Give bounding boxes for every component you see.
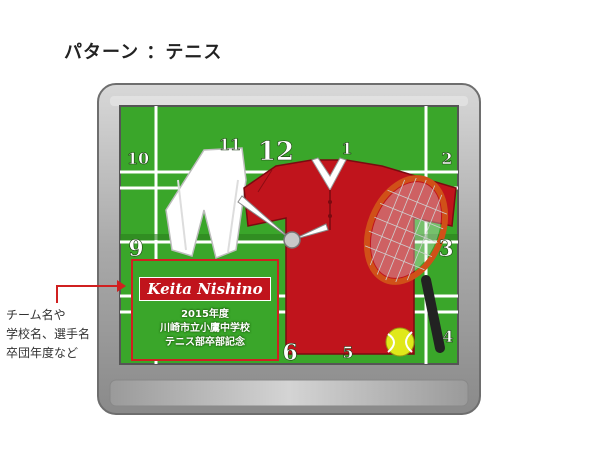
minute-hand xyxy=(291,223,329,241)
numeral-9: 9 xyxy=(128,236,143,262)
hour-hand xyxy=(237,195,293,241)
player-name: Keita Nishino xyxy=(139,277,271,301)
clock-base xyxy=(109,379,469,407)
tennis-shorts-icon xyxy=(165,147,247,260)
annotation-text: チーム名や 学校名、選手名 卒団年度など xyxy=(6,306,116,363)
tennis-shirt-icon xyxy=(243,157,457,355)
numeral-5: 5 xyxy=(342,343,353,362)
tennis-ball-icon xyxy=(385,327,415,357)
callout-arrow-icon xyxy=(117,280,126,292)
tennis-racket-icon xyxy=(363,175,449,353)
annotation-line-2: 学校名、選手名 xyxy=(6,327,91,341)
callout-line-horizontal xyxy=(56,285,120,287)
numeral-1: 1 xyxy=(341,139,352,158)
callout-line-vertical xyxy=(56,285,58,303)
numeral-11: 11 xyxy=(219,135,241,154)
annotation-line-3: 卒団年度など xyxy=(6,346,79,360)
numeral-6: 6 xyxy=(282,340,297,366)
annotation-line-1: チーム名や xyxy=(6,308,66,322)
page-title: パターン ：テニス xyxy=(64,42,223,63)
numeral-3: 3 xyxy=(438,236,453,262)
hand-pivot xyxy=(283,231,301,249)
numeral-4: 4 xyxy=(442,327,453,346)
numeral-2: 2 xyxy=(441,149,452,168)
nameplate: Keita Nishino 2015年度 川崎市立小鷹中学校 テニス部卒部記念 xyxy=(133,263,277,359)
nameplate-frame xyxy=(131,259,279,361)
tennis-clock: 12 1 2 3 4 5 6 7 8 9 10 11 xyxy=(97,83,481,415)
year-text: 2015年度 xyxy=(181,309,229,320)
clock-hands xyxy=(237,195,329,249)
school-text: 川崎市立小鷹中学校 xyxy=(160,323,250,334)
club-text: テニス部卒部記念 xyxy=(165,337,245,348)
numeral-10: 10 xyxy=(127,149,149,168)
numeral-12: 12 xyxy=(258,137,294,167)
